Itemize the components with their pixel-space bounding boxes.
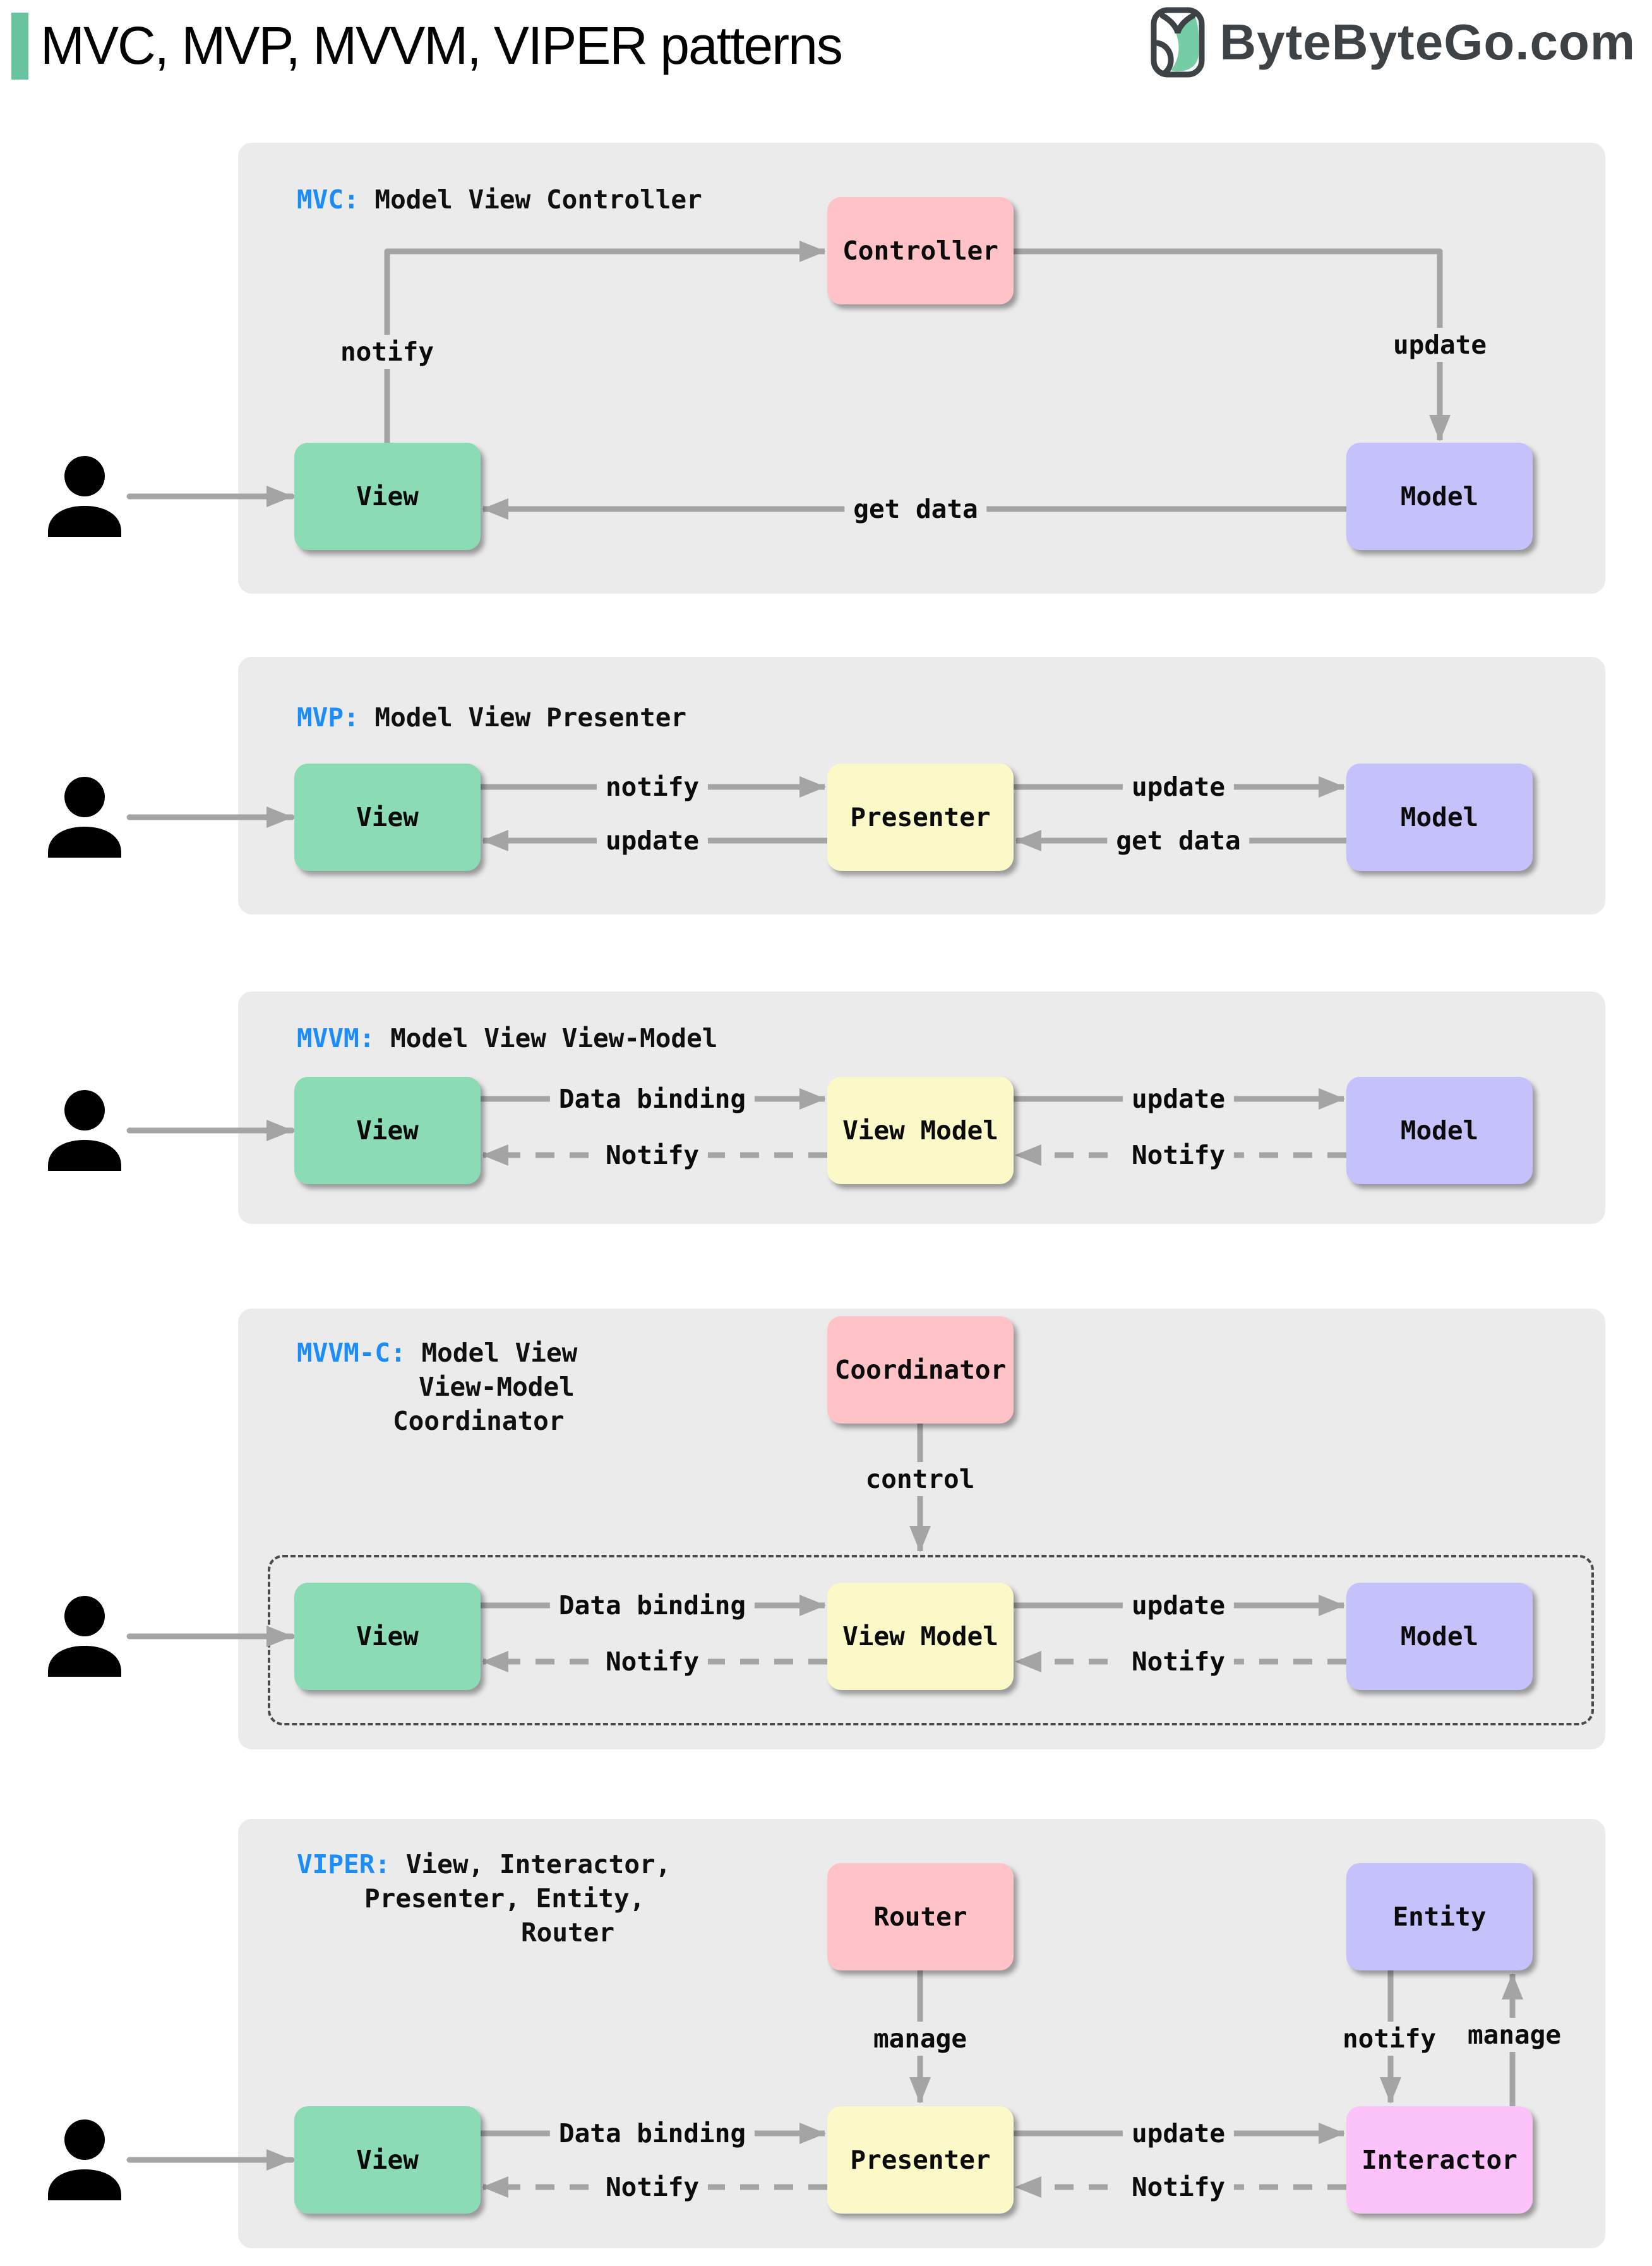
box-view: View (294, 2106, 481, 2214)
brand-text: ByteByteGo.com (1219, 14, 1636, 70)
box-view: View (294, 1583, 481, 1690)
box-view: View (294, 443, 481, 550)
box-interactor: Interactor (1346, 2106, 1533, 2214)
arrow-label-get-data: get data (844, 492, 987, 526)
arrow-label-notify: Notify (1122, 1645, 1235, 1679)
box-coordinator: Coordinator (827, 1316, 1014, 1424)
box-view: View (294, 764, 481, 871)
user-icon (44, 1596, 125, 1677)
box-label: Model (1400, 481, 1479, 512)
box-label: View (356, 481, 419, 512)
section-desc-mvc: Model View Controller (359, 184, 702, 215)
box-label: View (356, 1115, 419, 1146)
arrow-label-notify: Notify (1122, 2170, 1235, 2204)
box-presenter: Presenter (827, 764, 1014, 871)
section-abbr-mvc: MVC: (297, 184, 359, 215)
box-label: View (356, 1621, 419, 1652)
arrow-label-notify: Notify (596, 2170, 709, 2204)
box-view-model: View Model (827, 1077, 1014, 1184)
section-desc-viper: View, Interactor, (390, 1849, 671, 1879)
user-icon (44, 456, 125, 537)
arrow-label-notify: notify (331, 335, 443, 369)
section-title-mvc: MVC: Model View Controller (297, 184, 702, 215)
arrow-label-get-data: get data (1107, 824, 1250, 858)
section-desc-mvvm: Model View View-Model (374, 1023, 718, 1053)
box-view-model: View Model (827, 1583, 1014, 1690)
bytebytego-icon (1151, 7, 1205, 78)
arrow-label-data-binding: Data binding (549, 1588, 755, 1622)
arrow-label-manage: manage (1458, 2018, 1571, 2052)
section-desc-viper-line2: Presenter, Entity, (364, 1883, 645, 1914)
arrow-label-data-binding: Data binding (549, 2116, 755, 2150)
section-desc-mvp: Model View Presenter (359, 702, 687, 733)
box-label: Router (873, 1902, 967, 1932)
box-label: View Model (842, 1115, 998, 1146)
arrow-label-manage: manage (864, 2022, 976, 2056)
arrow-label-update: update (1384, 328, 1496, 362)
box-model: Model (1346, 443, 1533, 550)
section-desc-viper-line3: Router (521, 1917, 615, 1948)
box-router: Router (827, 1863, 1014, 1970)
box-label: Model (1400, 802, 1479, 832)
box-entity: Entity (1346, 1863, 1533, 1970)
section-abbr-mvp: MVP: (297, 702, 359, 733)
box-label: View (356, 2145, 419, 2175)
arrow-label-update: update (596, 824, 709, 858)
arrow-label-update: update (1122, 1082, 1235, 1116)
arrow-label-notify: Notify (1122, 1138, 1235, 1172)
section-abbr-mvvm: MVVM: (297, 1023, 375, 1053)
arrow-label-notify: Notify (596, 1645, 709, 1679)
user-icon (44, 2119, 125, 2200)
arrow-label-notify: Notify (596, 1138, 709, 1172)
box-label: View (356, 802, 419, 832)
user-icon (44, 1090, 125, 1171)
section-title-mvvm-c: MVVM-C: Model View (297, 1338, 577, 1368)
box-label: Coordinator (834, 1355, 1007, 1385)
section-title-mvvm: MVVM: Model View View-Model (297, 1023, 717, 1053)
box-model: Model (1346, 764, 1533, 871)
arrow-label-update: update (1122, 1588, 1235, 1622)
box-model: Model (1346, 1077, 1533, 1184)
arrow-label-control: control (856, 1462, 984, 1496)
box-label: View Model (842, 1621, 998, 1652)
arrow-label-update: update (1122, 770, 1235, 804)
arrow-label-data-binding: Data binding (549, 1082, 755, 1116)
box-label: Model (1400, 1621, 1479, 1652)
box-label: Controller (842, 236, 998, 266)
section-abbr-viper: VIPER: (297, 1849, 391, 1879)
section-desc-mvvm-c-line3: Coordinator (393, 1406, 565, 1436)
box-presenter: Presenter (827, 2106, 1014, 2214)
arrow-label-notify: notify (1333, 2022, 1446, 2056)
box-label: Presenter (850, 2145, 991, 2175)
box-model: Model (1346, 1583, 1533, 1690)
section-title-viper: VIPER: View, Interactor, (297, 1849, 671, 1879)
arrow-label-notify: notify (596, 770, 709, 804)
page-title: MVC, MVP, MVVM, VIPER patterns (40, 16, 843, 75)
section-title-mvp: MVP: Model View Presenter (297, 702, 686, 733)
section-desc-mvvm-c: Model View (405, 1338, 578, 1368)
box-label: Model (1400, 1115, 1479, 1146)
box-view: View (294, 1077, 481, 1184)
arrow-label-update: update (1122, 2116, 1235, 2150)
box-label: Interactor (1362, 2145, 1517, 2175)
box-label: Presenter (850, 802, 991, 832)
section-abbr-mvvm-c: MVVM-C: (297, 1338, 406, 1368)
title-accent-bar (11, 13, 28, 80)
section-desc-mvvm-c-line2: View-Model (419, 1372, 575, 1402)
brand-logo: ByteByteGo.com (1150, 6, 1636, 78)
box-label: Entity (1392, 1902, 1487, 1932)
box-controller: Controller (827, 197, 1014, 304)
user-icon (44, 777, 125, 858)
